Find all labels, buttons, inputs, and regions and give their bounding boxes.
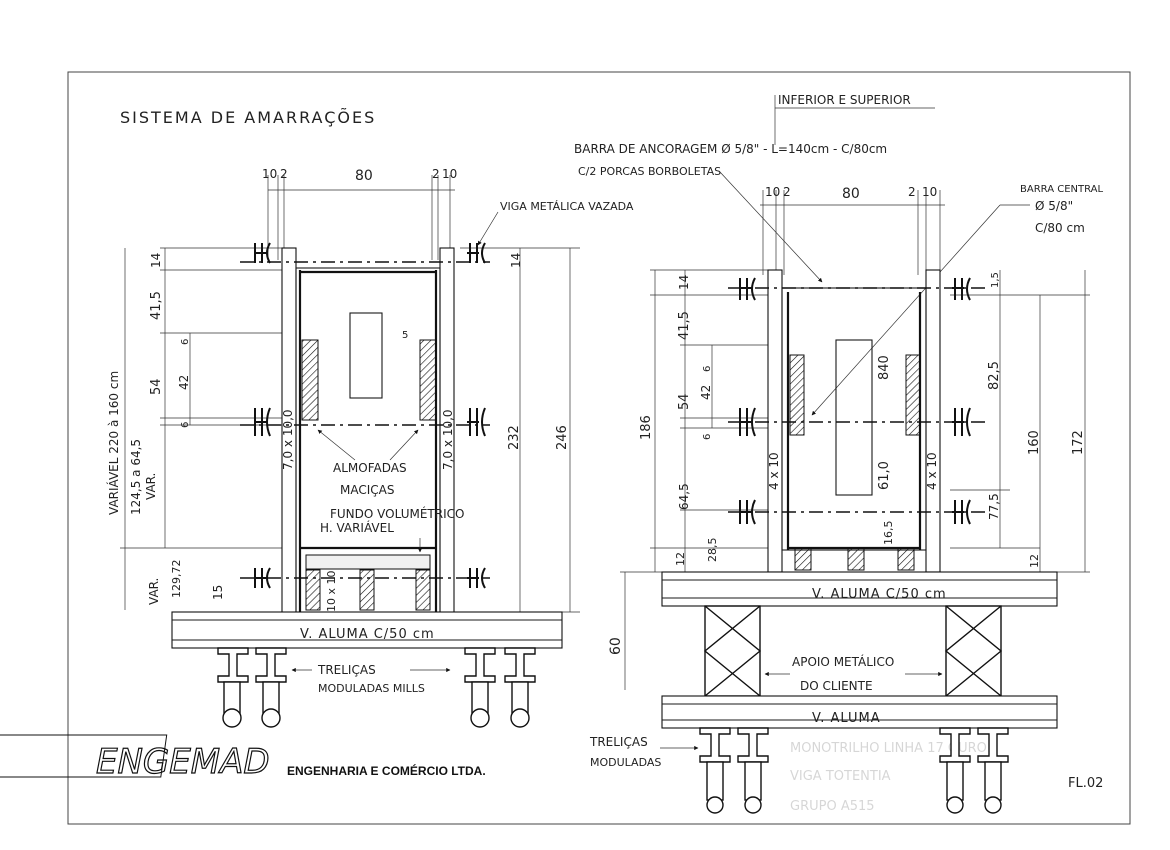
left-dim-42: 42 bbox=[177, 375, 191, 390]
right-dim-1-5: 1,5 bbox=[990, 272, 1001, 288]
right-dim-14: 14 bbox=[677, 275, 691, 290]
left-dim-54: 54 bbox=[149, 378, 164, 395]
left-dim-top-2a: 2 bbox=[280, 167, 288, 181]
right-dim-6a: 6 bbox=[702, 366, 713, 372]
right-label-barra-1: BARRA DE ANCORAGEM Ø 5/8" - L=140cm - C/… bbox=[574, 142, 887, 156]
left-label-fundo-1: FUNDO VOLUMÉTRICO bbox=[330, 506, 464, 521]
right-dim-12-right: 12 bbox=[1028, 554, 1041, 568]
left-dim-12972: 129,72 bbox=[170, 560, 183, 599]
left-label-viga: VIGA METÁLICA VAZADA bbox=[500, 200, 634, 213]
right-dim-186: 186 bbox=[639, 415, 654, 440]
right-label-valuma-top: V. ALUMA C/50 cm bbox=[812, 587, 947, 602]
left-label-fundo-2: H. VARIÁVEL bbox=[320, 520, 394, 535]
right-dim-61: 61,0 bbox=[877, 461, 892, 490]
right-dim-28-5: 28,5 bbox=[706, 538, 719, 563]
left-post-label-right: 7,0 x 10,0 bbox=[441, 409, 455, 470]
right-dim-172: 172 bbox=[1071, 430, 1086, 455]
right-label-barra-central-2: Ø 5/8" bbox=[1035, 199, 1073, 213]
right-dim-64-5: 64,5 bbox=[677, 483, 691, 510]
right-post-label-left: 4 x 10 bbox=[767, 452, 781, 490]
sheet-number: FL.02 bbox=[1068, 776, 1103, 791]
logo-text: ENGEMAD bbox=[96, 742, 270, 782]
right-dim-top-80: 80 bbox=[842, 186, 860, 202]
right-dim-16-5: 16,5 bbox=[882, 521, 895, 546]
right-dim-82-5: 82,5 bbox=[987, 361, 1002, 390]
right-post-label-right: 4 x 10 bbox=[925, 452, 939, 490]
left-dim-6a: 6 bbox=[180, 339, 191, 345]
faint-row-1: MONOTRILHO LINHA 17 OURO bbox=[790, 741, 987, 756]
right-label-trelicas-2: MODULADAS bbox=[590, 756, 661, 769]
left-dim-15: 15 bbox=[211, 585, 225, 600]
right-dim-top-10b: 10 bbox=[922, 185, 937, 199]
left-dim-top-2b: 2 bbox=[432, 167, 440, 181]
right-label-barra-central-1: BARRA CENTRAL bbox=[1020, 184, 1103, 195]
left-dim-6b: 6 bbox=[180, 422, 191, 428]
right-dim-12: 12 bbox=[674, 552, 687, 566]
right-label-inferior: INFERIOR E SUPERIOR bbox=[778, 93, 911, 107]
right-label-valuma-bottom: V. ALUMA bbox=[812, 711, 881, 726]
left-label-var: VAR. bbox=[144, 473, 158, 500]
left-dim-var: VAR. bbox=[147, 578, 161, 605]
right-dim-42: 42 bbox=[699, 385, 713, 400]
right-dim-41-5: 41,5 bbox=[677, 311, 692, 340]
left-label-trelicas-2: MODULADAS MILLS bbox=[318, 682, 425, 695]
left-dim-232: 232 bbox=[507, 425, 522, 450]
right-label-barra-central-3: C/80 cm bbox=[1035, 221, 1085, 235]
left-dim-41-5: 41,5 bbox=[149, 291, 164, 320]
left-post-label-left: 7,0 x 10,0 bbox=[281, 409, 295, 470]
left-dim-14: 14 bbox=[149, 253, 163, 268]
faint-row-2: VIGA TOTENTIA bbox=[790, 769, 891, 784]
left-label-10x10: 10 x 10 bbox=[325, 571, 338, 613]
right-section-drawing: INFERIOR E SUPERIOR BARRA DE ANCORAGEM Ø… bbox=[574, 93, 1103, 814]
right-dim-6b: 6 bbox=[702, 434, 713, 440]
right-dim-top-10a: 10 bbox=[765, 185, 780, 199]
right-label-apoio-2: DO CLIENTE bbox=[800, 679, 873, 693]
right-label-trelicas-1: TRELIÇAS bbox=[589, 735, 648, 749]
left-dim-top-10b: 10 bbox=[442, 167, 457, 181]
right-dim-77-5: 77,5 bbox=[987, 493, 1001, 520]
left-dim-246: 246 bbox=[555, 425, 570, 450]
left-dim-top-80: 80 bbox=[355, 168, 373, 184]
company-logo: ENGEMAD bbox=[0, 734, 270, 783]
left-label-variavel: VARIÁVEL 220 à 160 cm bbox=[106, 371, 121, 515]
left-label-1245: 124,5 a 64,5 bbox=[129, 439, 143, 515]
right-dim-840: 840 bbox=[877, 355, 892, 380]
sheet-border bbox=[67, 71, 1131, 825]
right-dim-160: 160 bbox=[1027, 430, 1042, 455]
right-label-apoio-1: APOIO METÁLICO bbox=[792, 654, 894, 669]
right-dim-top-2b: 2 bbox=[908, 185, 916, 199]
left-dim-14-right: 14 bbox=[509, 253, 523, 268]
right-label-barra-2: C/2 PORCAS BORBOLETAS bbox=[578, 165, 721, 178]
right-dim-54: 54 bbox=[677, 393, 692, 410]
left-small-5: 5 bbox=[402, 330, 408, 341]
faint-row-3: GRUPO A515 bbox=[790, 799, 875, 814]
left-dim-top-10a: 10 bbox=[262, 167, 277, 181]
faint-table: MONOTRILHO LINHA 17 OURO VIGA TOTENTIA G… bbox=[790, 741, 987, 814]
left-label-almofadas-2: MACIÇAS bbox=[340, 483, 394, 497]
right-dim-top-2a: 2 bbox=[783, 185, 791, 199]
left-label-valuma: V. ALUMA C/50 cm bbox=[300, 627, 435, 642]
right-dim-60: 60 bbox=[608, 637, 624, 655]
page-title: SISTEMA DE AMARRAÇÕES bbox=[120, 108, 376, 127]
company-name: ENGENHARIA E COMÉRCIO LTDA. bbox=[287, 763, 486, 778]
left-label-almofadas-1: ALMOFADAS bbox=[333, 461, 407, 475]
left-label-trelicas-1: TRELIÇAS bbox=[317, 663, 376, 677]
left-section-drawing: 10 2 80 2 10 VIGA METÁLICA VAZADA 14 41,… bbox=[106, 167, 634, 728]
